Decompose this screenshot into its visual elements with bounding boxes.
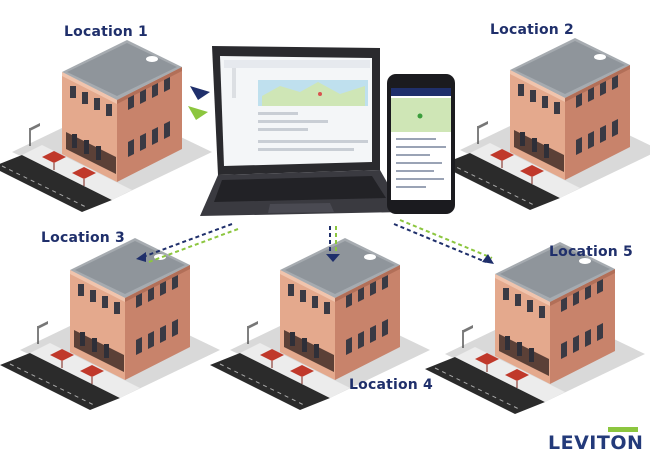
arrow-to-location-5 <box>393 219 494 264</box>
leviton-logo-accent <box>608 427 638 432</box>
building-location-5 <box>424 241 646 415</box>
map-icon <box>258 80 368 106</box>
location-5-label: Location 5 <box>549 244 633 260</box>
location-2-label: Location 2 <box>490 22 574 38</box>
leviton-logo: LEVITON <box>548 432 644 454</box>
laptop-icon <box>200 46 404 216</box>
location-1-label: Location 1 <box>64 24 148 40</box>
leviton-chevron-icon <box>188 86 210 120</box>
location-3-label: Location 3 <box>41 230 125 246</box>
building-location-1 <box>0 39 213 213</box>
connection-arrows <box>136 219 494 264</box>
arrow-to-location-3 <box>136 223 239 264</box>
building-location-3 <box>0 237 221 411</box>
arrow-to-location-4 <box>326 226 340 262</box>
smartphone-icon <box>387 74 455 214</box>
building-location-2 <box>439 37 650 211</box>
location-4-label: Location 4 <box>349 377 433 393</box>
